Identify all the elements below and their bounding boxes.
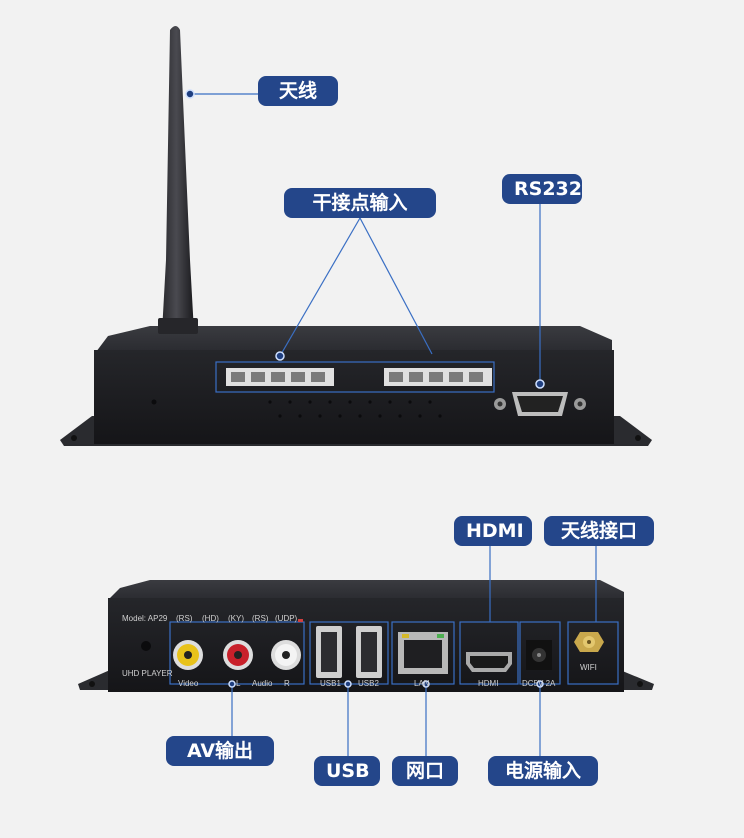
vent-holes [268, 400, 442, 418]
rs232-callout: RS232 [502, 174, 582, 204]
callout-leaders [169, 93, 619, 760]
mode-label-1: (RS) [176, 614, 193, 623]
hdmi-port [466, 652, 512, 672]
device-front-view [60, 26, 652, 446]
av-output-callout: AV输出 [166, 736, 274, 766]
network-port-callout: 网口 [392, 756, 458, 786]
status-led [298, 619, 303, 622]
power-input-callout: 电源输入 [488, 756, 598, 786]
wifi-sma-connector [574, 632, 604, 652]
hdmi-callout: HDMI [454, 516, 532, 546]
usb-callout: USB [314, 756, 380, 786]
left-label: L [236, 679, 241, 688]
antenna [158, 26, 198, 334]
lan-label: LAN [414, 679, 430, 688]
usb-ports [316, 626, 382, 678]
antenna-port-callout: 天线接口 [544, 516, 654, 546]
hdmi-silk-label: HDMI [478, 679, 499, 688]
mode-label-3: (KY) [228, 614, 244, 623]
rs232-db9-port [494, 392, 586, 416]
callout-dots [185, 89, 545, 688]
usb1-label: USB1 [320, 679, 341, 688]
wifi-label: WIFI [580, 663, 597, 672]
dc-power-jack [526, 640, 552, 670]
usb2-label: USB2 [358, 679, 379, 688]
video-label: Video [178, 679, 199, 688]
dry-contact-terminal-block [226, 368, 492, 386]
player-name-label: UHD PLAYER [122, 669, 173, 678]
dry-contact-input-callout: 干接点输入 [284, 188, 436, 218]
dc-label: DC5V 2A [522, 679, 556, 688]
audio-label: Audio [252, 679, 273, 688]
lan-port [398, 632, 448, 674]
mode-label-4: (RS) [252, 614, 269, 623]
model-label: Model: AP29 [122, 614, 168, 623]
device-rear-view [78, 580, 654, 692]
av-rca-jacks [173, 640, 301, 670]
antenna-callout: 天线 [258, 76, 338, 106]
mode-label-5: (UDP) [275, 614, 298, 623]
mode-label-2: (HD) [202, 614, 219, 623]
right-label: R [284, 679, 290, 688]
